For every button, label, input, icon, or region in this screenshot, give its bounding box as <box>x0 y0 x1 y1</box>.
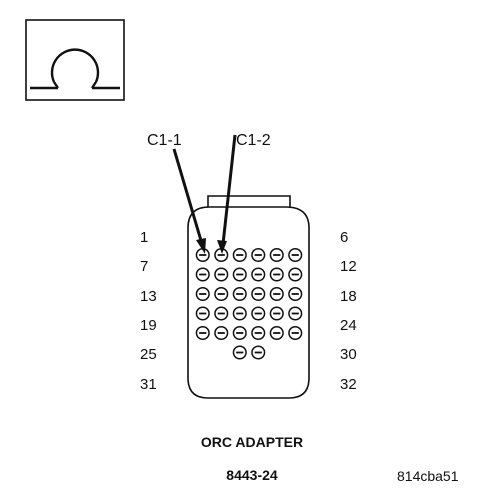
adapter-title: ORC ADAPTER <box>201 434 303 450</box>
connector-pin <box>195 325 210 341</box>
connector-pin <box>269 325 284 341</box>
connector-pin <box>251 247 266 263</box>
connector-pin-grid <box>195 247 303 360</box>
connector-pin <box>269 286 284 302</box>
connector-pin <box>195 247 210 263</box>
pin-label-right: 12 <box>340 258 357 275</box>
connector-pin <box>214 306 229 321</box>
connector-pin <box>214 267 229 282</box>
connector-pin <box>214 325 229 341</box>
connector-pin <box>232 267 247 282</box>
callout-c1-2-label: C1-2 <box>236 132 271 149</box>
pin-label-left: 31 <box>140 376 157 393</box>
figure-id: 814cba51 <box>397 468 459 484</box>
pin-label-right: 6 <box>340 229 348 246</box>
connector-pin <box>195 286 210 302</box>
adapter-part-number: 8443-24 <box>226 467 278 483</box>
connector-pin <box>232 345 247 360</box>
pin-label-left: 13 <box>140 288 157 305</box>
connector-pin <box>251 286 266 302</box>
pin-label-left: 7 <box>140 258 148 275</box>
connector-pin <box>288 286 303 302</box>
callout-c1-1-label: C1-1 <box>147 132 182 149</box>
connector-pin <box>195 267 210 282</box>
connector-pin <box>251 325 266 341</box>
icon-frame <box>25 19 125 101</box>
connector-pin <box>288 325 303 341</box>
connector-pin <box>232 325 247 341</box>
ohmmeter-symbol-box <box>25 19 125 101</box>
connector-pin <box>251 267 266 282</box>
connector-pin <box>195 306 210 321</box>
connector-pin <box>269 267 284 282</box>
connector-pin <box>214 247 229 263</box>
connector-body <box>187 206 310 399</box>
pin-label-left: 1 <box>140 229 148 246</box>
connector-pin <box>251 345 266 360</box>
connector-pin <box>214 286 229 302</box>
connector-pin <box>288 267 303 282</box>
pin-label-left: 19 <box>140 317 157 334</box>
connector-pin <box>251 306 266 321</box>
connector-pin <box>232 306 247 321</box>
connector-pin <box>288 247 303 263</box>
ohm-icon <box>30 48 120 90</box>
pin-label-left: 25 <box>140 346 157 363</box>
connector-housing <box>187 195 310 399</box>
connector-pin <box>232 247 247 263</box>
pin-label-right: 18 <box>340 288 357 305</box>
callout-c1-1-arrow <box>172 148 206 254</box>
connector-pin <box>232 286 247 302</box>
connector-pin <box>269 247 284 263</box>
connector-pin <box>269 306 284 321</box>
connector-latch <box>207 195 291 207</box>
pin-label-right: 30 <box>340 346 357 363</box>
pin-label-right: 32 <box>340 376 357 393</box>
pin-label-right: 24 <box>340 317 357 334</box>
callout-c1-2-arrow <box>217 134 237 254</box>
connector-pin <box>288 306 303 321</box>
